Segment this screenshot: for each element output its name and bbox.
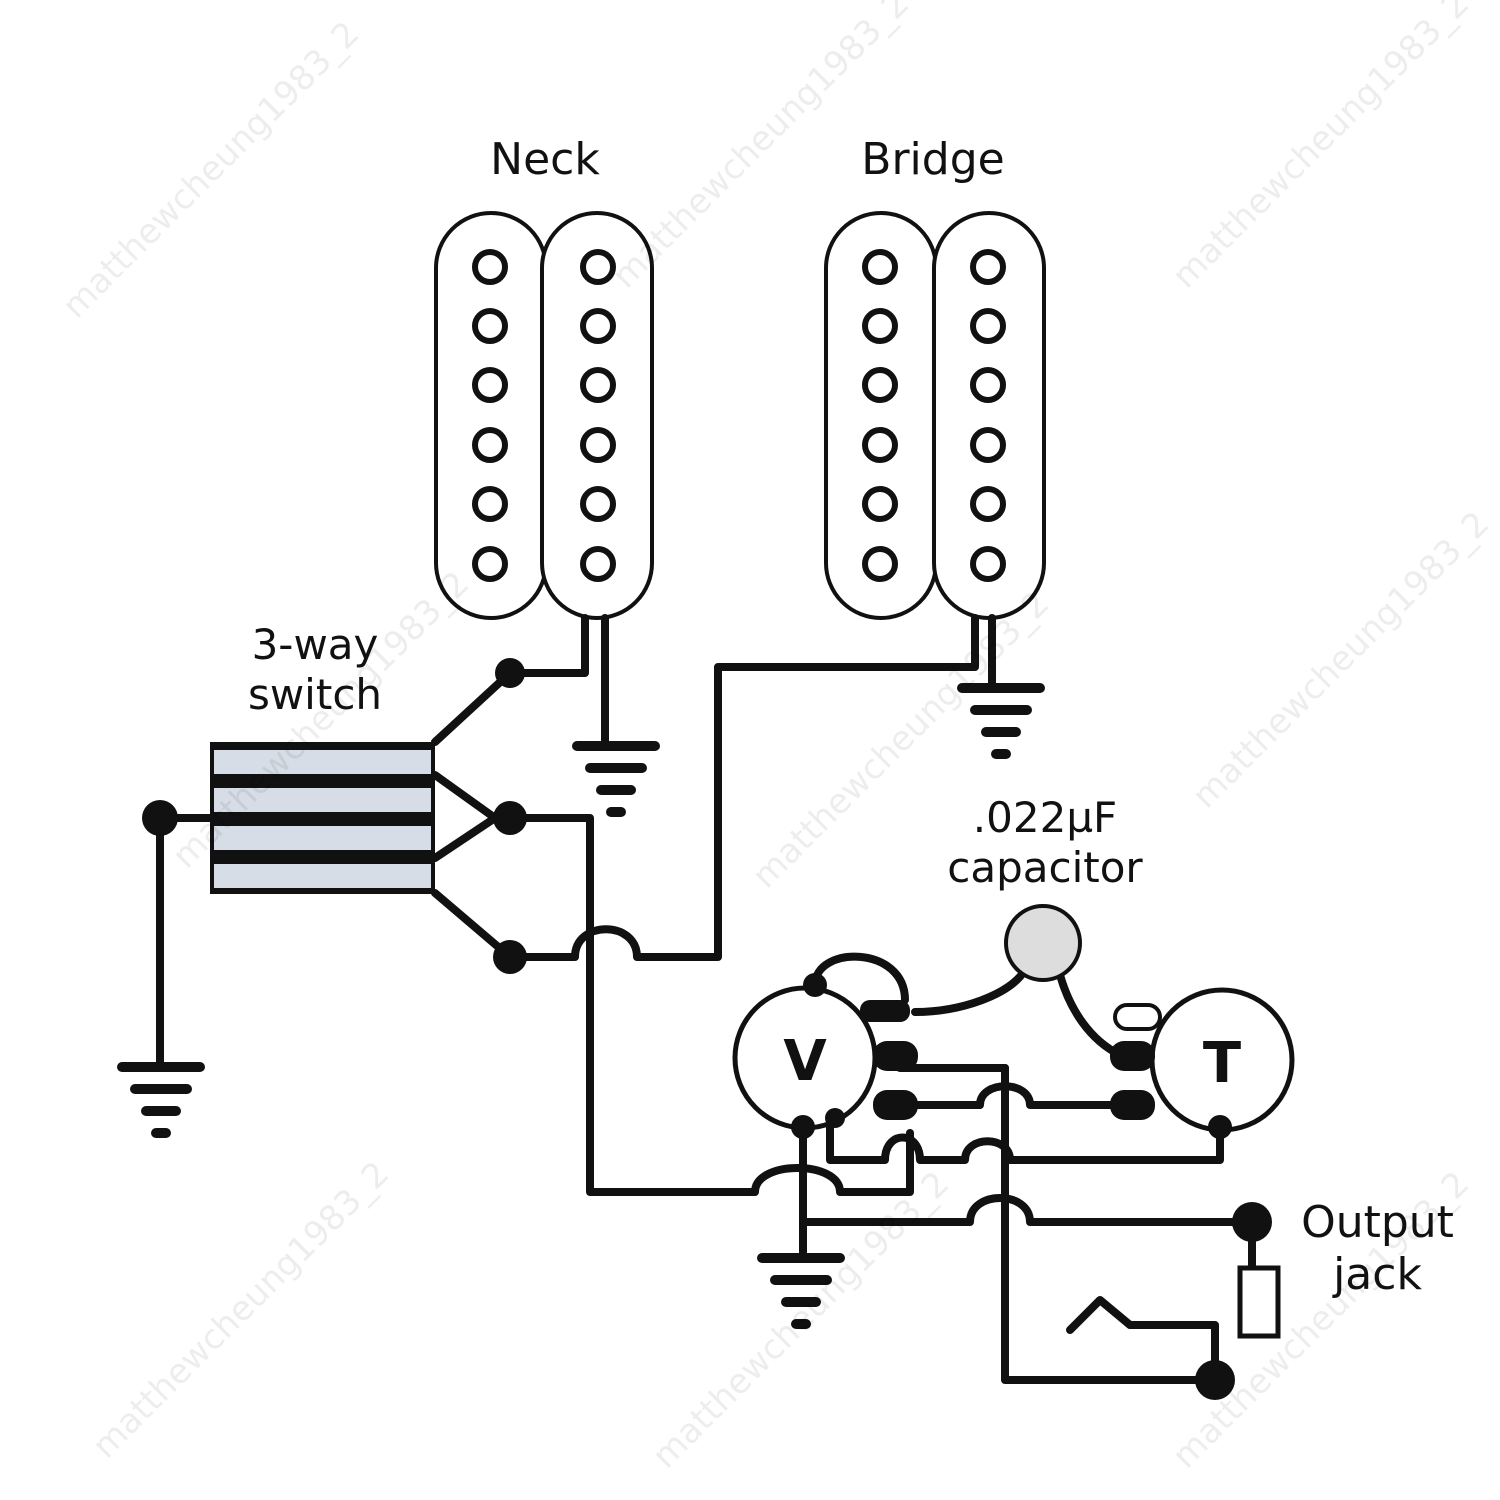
bridge-pickup xyxy=(824,211,1046,620)
neck-pickup xyxy=(434,211,654,620)
switch-label-line1: 3-way xyxy=(251,620,379,669)
tone-pot: T xyxy=(1149,987,1295,1133)
bridge-pole-pieces xyxy=(862,249,1006,582)
bridge-pickup-label: Bridge xyxy=(861,134,1005,185)
output-label-line2: jack xyxy=(1333,1249,1422,1300)
capacitor-word: capacitor xyxy=(947,843,1143,892)
junctions xyxy=(142,658,1272,1400)
ground-symbol-switch xyxy=(117,1062,205,1138)
three-way-switch xyxy=(210,742,435,894)
output-jack-lug xyxy=(1237,1265,1281,1339)
neck-pole-pieces xyxy=(472,249,616,582)
capacitor-label: .022µF capacitor xyxy=(925,793,1165,893)
tone-pot-label: T xyxy=(1203,1031,1241,1096)
switch-label-line2: switch xyxy=(247,670,383,719)
volume-pot: V xyxy=(732,985,878,1131)
switch-label: 3-way switch xyxy=(220,620,410,720)
ground-symbol-neck xyxy=(572,741,660,817)
ground-symbol-bridge xyxy=(957,683,1045,759)
output-label-line1: Output xyxy=(1301,1197,1454,1248)
capacitor-value: .022µF xyxy=(972,793,1118,842)
capacitor-disc xyxy=(1004,904,1082,982)
pot-lugs xyxy=(860,1000,1162,1120)
volume-pot-label: V xyxy=(783,1029,827,1094)
neck-pickup-label: Neck xyxy=(490,134,600,185)
ground-symbol-volume xyxy=(757,1253,845,1329)
output-jack-label: Output jack xyxy=(1280,1197,1475,1301)
wires xyxy=(156,614,1256,1384)
